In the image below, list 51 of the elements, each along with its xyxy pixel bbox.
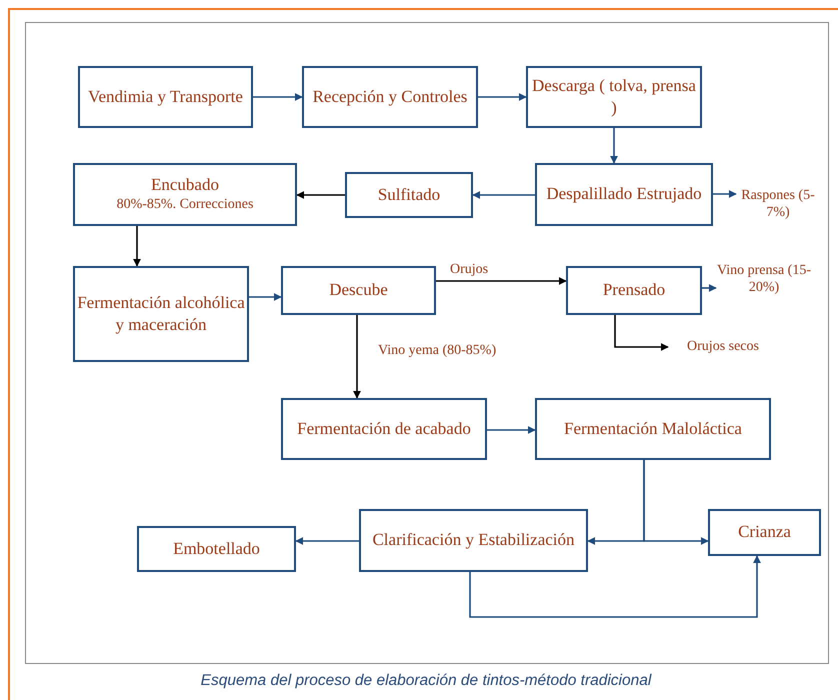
arrow [478,93,527,101]
process-box [345,172,473,218]
process-box [73,163,297,226]
arrow [133,226,141,267]
arrow [469,555,761,618]
process-box [78,66,253,128]
step-note: 80%-85%. Correcciones [116,196,254,214]
step-label: Descarga ( tolva, prensa ) [531,74,697,119]
arrow [713,190,737,198]
process-box [526,66,702,128]
output-label: Raspones (5-7%) [740,188,816,222]
step-label: Vendimia y Transporte [88,86,243,108]
caption: Esquema del proceso de elaboración de tintos-método tradicional [200,672,653,690]
step-label: Fermentación Maloláctica [564,418,742,440]
step-label: Prensado [602,279,666,302]
step-label: Descube [329,279,388,302]
process-box [137,526,296,572]
process-box [281,398,487,460]
process-box [535,398,771,460]
arrow [472,191,535,199]
process-box [708,509,821,556]
process-box [535,163,713,226]
output-label: Vino prensa (15-20%) [716,263,812,297]
step-label: Fermentación de acabado [297,418,471,440]
edge-label: Vino yema (80-85%) [376,343,498,359]
step-label: Embotellado [173,538,260,560]
step-label: Encubado [151,174,219,196]
arrow [487,426,536,434]
arrow [295,537,359,545]
arrow [610,128,618,164]
step-label: Clarificación y Estabilización [372,529,575,552]
output-label: Orujos secos [687,338,759,356]
process-box [73,266,249,362]
arrow [353,315,361,399]
edge-label: Orujos [448,262,490,278]
process-box [566,266,702,315]
arrow [643,460,709,545]
arrow [702,284,717,292]
step-label: Crianza [738,521,791,544]
arrow [253,93,303,101]
arrow [249,293,282,301]
process-box [302,66,478,128]
step-label: Recepción y Controles [312,86,468,108]
arrow [436,277,567,285]
process-box [359,509,588,572]
arrow [296,191,345,199]
step-label: Sulfitado [378,184,440,206]
arrow [614,315,669,351]
step-label: Fermentación alcohólica y maceración [76,292,246,336]
process-box [281,266,436,315]
step-label: Despalillado Estrujado [546,183,702,206]
